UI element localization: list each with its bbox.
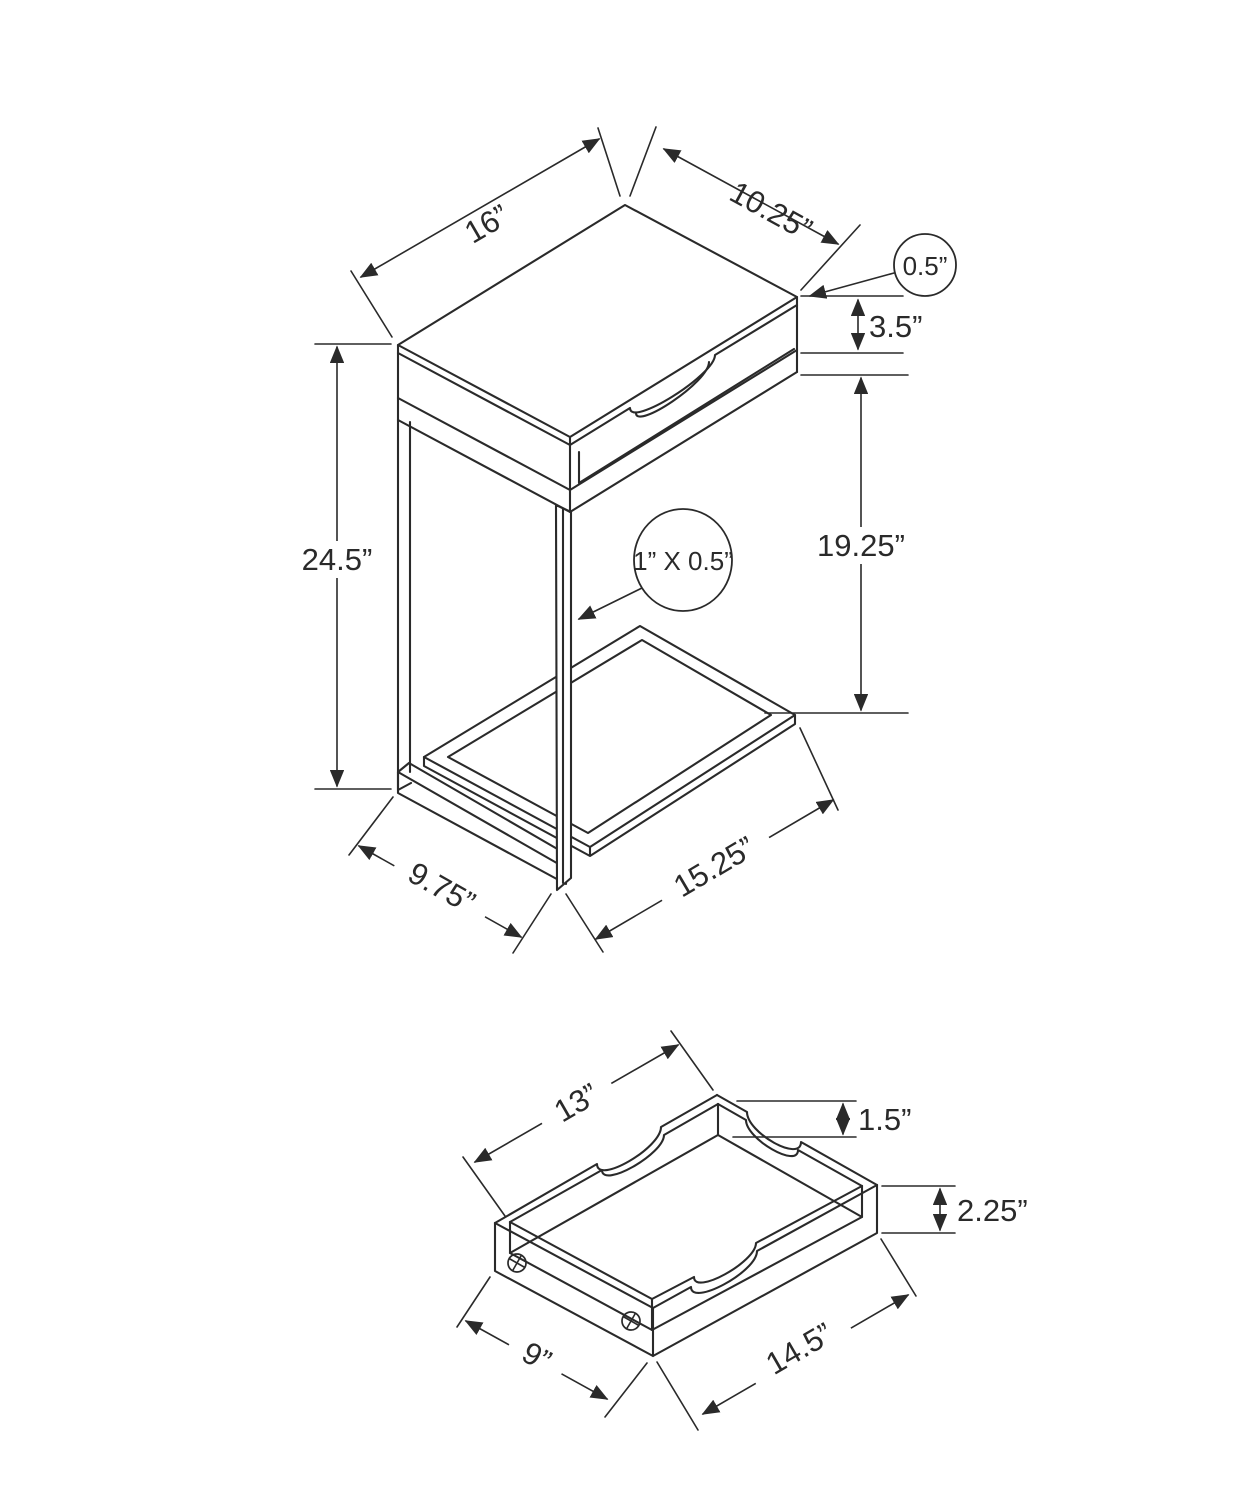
callout-top-thickness: 0.5” xyxy=(808,233,957,299)
dim-label-top-depth: 10.25” xyxy=(724,174,818,247)
floor-rail xyxy=(396,761,568,886)
dim-overall-height: 24.5” xyxy=(289,343,392,790)
dim-label-overall-height: 24.5” xyxy=(302,542,373,577)
dim-label-outer-height: 2.25” xyxy=(957,1193,1028,1228)
callout-frame-tube: 1” X 0.5” xyxy=(577,508,733,620)
dim-label-top-thickness: 0.5” xyxy=(903,251,948,281)
main-view: 16” 10.25” 0.5” 3.5” 24.5” xyxy=(289,126,957,954)
dim-outer-depth: 9” xyxy=(456,1276,648,1418)
dim-label-top-width: 16” xyxy=(459,198,515,251)
dim-label-base-width: 15.25” xyxy=(667,829,761,904)
left-post xyxy=(396,343,413,792)
drawer-screws xyxy=(507,1253,641,1331)
dim-label-shelf-clearance: 19.25” xyxy=(817,528,905,563)
dim-label-inner-height: 1.5” xyxy=(858,1102,911,1137)
dim-outer-height: 2.25” xyxy=(881,1185,1028,1234)
front-post xyxy=(554,503,573,892)
dim-inner-height: 1.5” xyxy=(732,1100,911,1138)
dim-inner-width: 13” xyxy=(462,1030,714,1217)
dim-label-drawer-front-height: 3.5” xyxy=(869,309,922,344)
dim-drawer-front-height: 3.5” xyxy=(800,295,922,354)
bottom-shelf xyxy=(422,624,797,858)
drawer-view: 13” 1.5” 2.25” 14.5” 9” xyxy=(456,1030,1028,1431)
dim-outer-width: 14.5” xyxy=(656,1238,917,1431)
dim-shelf-clearance: 19.25” xyxy=(764,374,911,714)
table-top xyxy=(396,203,799,514)
dim-label-frame-tube: 1” X 0.5” xyxy=(633,546,733,576)
